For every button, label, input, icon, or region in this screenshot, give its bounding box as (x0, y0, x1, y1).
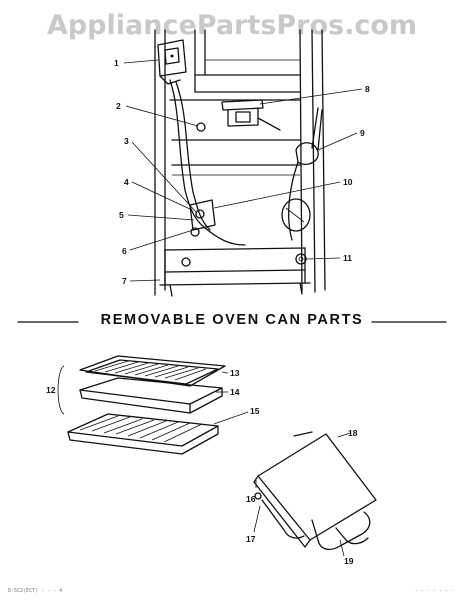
callout-12: 12 (46, 385, 56, 395)
watermark-text: AppliancePartsPros.com (46, 10, 418, 41)
callout-14: 14 (230, 387, 240, 397)
callout-7: 7 (122, 276, 127, 286)
callout-15: 15 (250, 406, 260, 416)
callout-18: 18 (348, 428, 358, 438)
callout-2: 2 (116, 101, 121, 111)
footer-code-left: D-5C2(ECT) - - - 4 (8, 588, 63, 594)
leader-lines-upper (123, 59, 363, 282)
callout-3: 3 (124, 136, 129, 146)
callout-8: 8 (365, 84, 370, 94)
oven-cavity-drawing (154, 29, 326, 297)
callout-10: 10 (343, 177, 353, 187)
callout-4: 4 (124, 177, 129, 187)
section-title: REMOVABLE OVEN CAN PARTS (100, 312, 364, 328)
callout-6: 6 (122, 246, 127, 256)
footer-code-right: - - - - - - - (414, 588, 454, 594)
callout-11: 11 (343, 253, 352, 263)
oven-panel-drawing (253, 431, 377, 557)
callout-5: 5 (119, 210, 124, 220)
callout-19: 19 (344, 556, 354, 566)
callout-13: 13 (230, 368, 240, 378)
callout-1: 1 (114, 58, 119, 68)
callout-16: 16 (246, 494, 256, 504)
callout-9: 9 (360, 128, 365, 138)
callout-17: 17 (246, 534, 256, 544)
broiler-pan-drawing (57, 355, 249, 455)
